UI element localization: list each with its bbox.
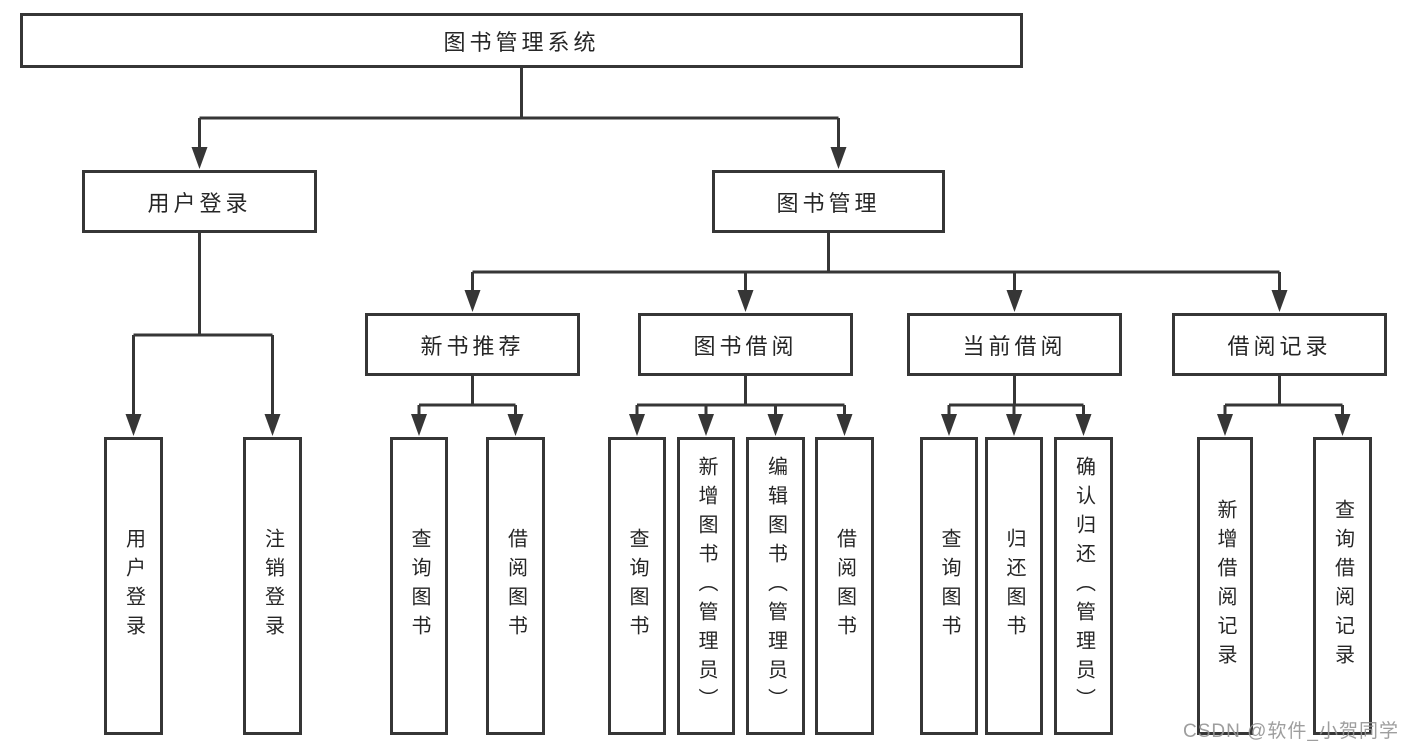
leaf-query-books-borrow: 查询图书 — [608, 437, 666, 735]
leaf-add-borrow-record: 新增借阅记录 — [1197, 437, 1253, 735]
leaf-return-books: 归还图书 — [985, 437, 1043, 735]
leaf-return-books-label: 归还图书 — [1003, 528, 1025, 644]
leaf-query-books-current: 查询图书 — [920, 437, 978, 735]
leaf-add-borrow-record-label: 新增借阅记录 — [1214, 499, 1236, 673]
connector-current-borrow — [941, 376, 1092, 436]
connector-book-borrow — [629, 376, 853, 436]
leaf-query-books-current-label: 查询图书 — [938, 528, 960, 644]
leaf-user-login-label: 用户登录 — [122, 528, 145, 644]
node-book-management: 图书管理 — [712, 170, 945, 233]
leaf-edit-books-admin: 编辑图书（管理员） — [746, 437, 805, 735]
node-user-login-label: 用户登录 — [147, 190, 252, 216]
leaf-edit-books-admin-label: 编辑图书（管理员） — [764, 455, 787, 717]
leaf-add-books-admin: 新增图书（管理员） — [677, 437, 735, 735]
leaf-confirm-return-admin: 确认归还（管理员） — [1054, 437, 1113, 735]
leaf-query-books-borrow-label: 查询图书 — [626, 528, 648, 644]
node-root: 图书管理系统 — [20, 13, 1023, 68]
leaf-query-books-recommend-label: 查询图书 — [408, 528, 430, 644]
connector-user-login — [125, 233, 281, 436]
leaf-user-login: 用户登录 — [104, 437, 163, 735]
leaf-add-books-admin-label: 新增图书（管理员） — [695, 455, 717, 717]
connector-book-management — [464, 233, 1288, 312]
node-new-book-recommend: 新书推荐 — [365, 313, 580, 376]
node-book-borrow: 图书借阅 — [638, 313, 853, 376]
leaf-logout-label: 注销登录 — [261, 528, 284, 644]
node-root-label: 图书管理系统 — [443, 29, 600, 55]
node-user-login: 用户登录 — [82, 170, 317, 233]
node-borrow-records-label: 借阅记录 — [1227, 333, 1332, 359]
leaf-borrow-books-recommend-label: 借阅图书 — [504, 528, 527, 644]
connector-borrow-records — [1217, 376, 1351, 436]
leaf-borrow-books-recommend: 借阅图书 — [486, 437, 545, 735]
connector-root — [191, 66, 847, 169]
node-new-book-recommend-label: 新书推荐 — [420, 333, 525, 359]
node-borrow-records: 借阅记录 — [1172, 313, 1387, 376]
leaf-query-books-recommend: 查询图书 — [390, 437, 448, 735]
node-current-borrow-label: 当前借阅 — [962, 333, 1067, 359]
node-book-management-label: 图书管理 — [776, 190, 881, 216]
leaf-borrow-books: 借阅图书 — [815, 437, 874, 735]
node-book-borrow-label: 图书借阅 — [693, 333, 798, 359]
node-current-borrow: 当前借阅 — [907, 313, 1122, 376]
leaf-logout: 注销登录 — [243, 437, 302, 735]
leaf-borrow-books-label: 借阅图书 — [833, 528, 856, 644]
leaf-query-borrow-record-label: 查询借阅记录 — [1331, 499, 1354, 673]
connector-new-book-recommend — [411, 376, 524, 436]
leaf-query-borrow-record: 查询借阅记录 — [1313, 437, 1372, 735]
watermark-text: CSDN @软件_小贺同学 — [1183, 721, 1399, 742]
leaf-confirm-return-admin-label: 确认归还（管理员） — [1072, 455, 1095, 717]
